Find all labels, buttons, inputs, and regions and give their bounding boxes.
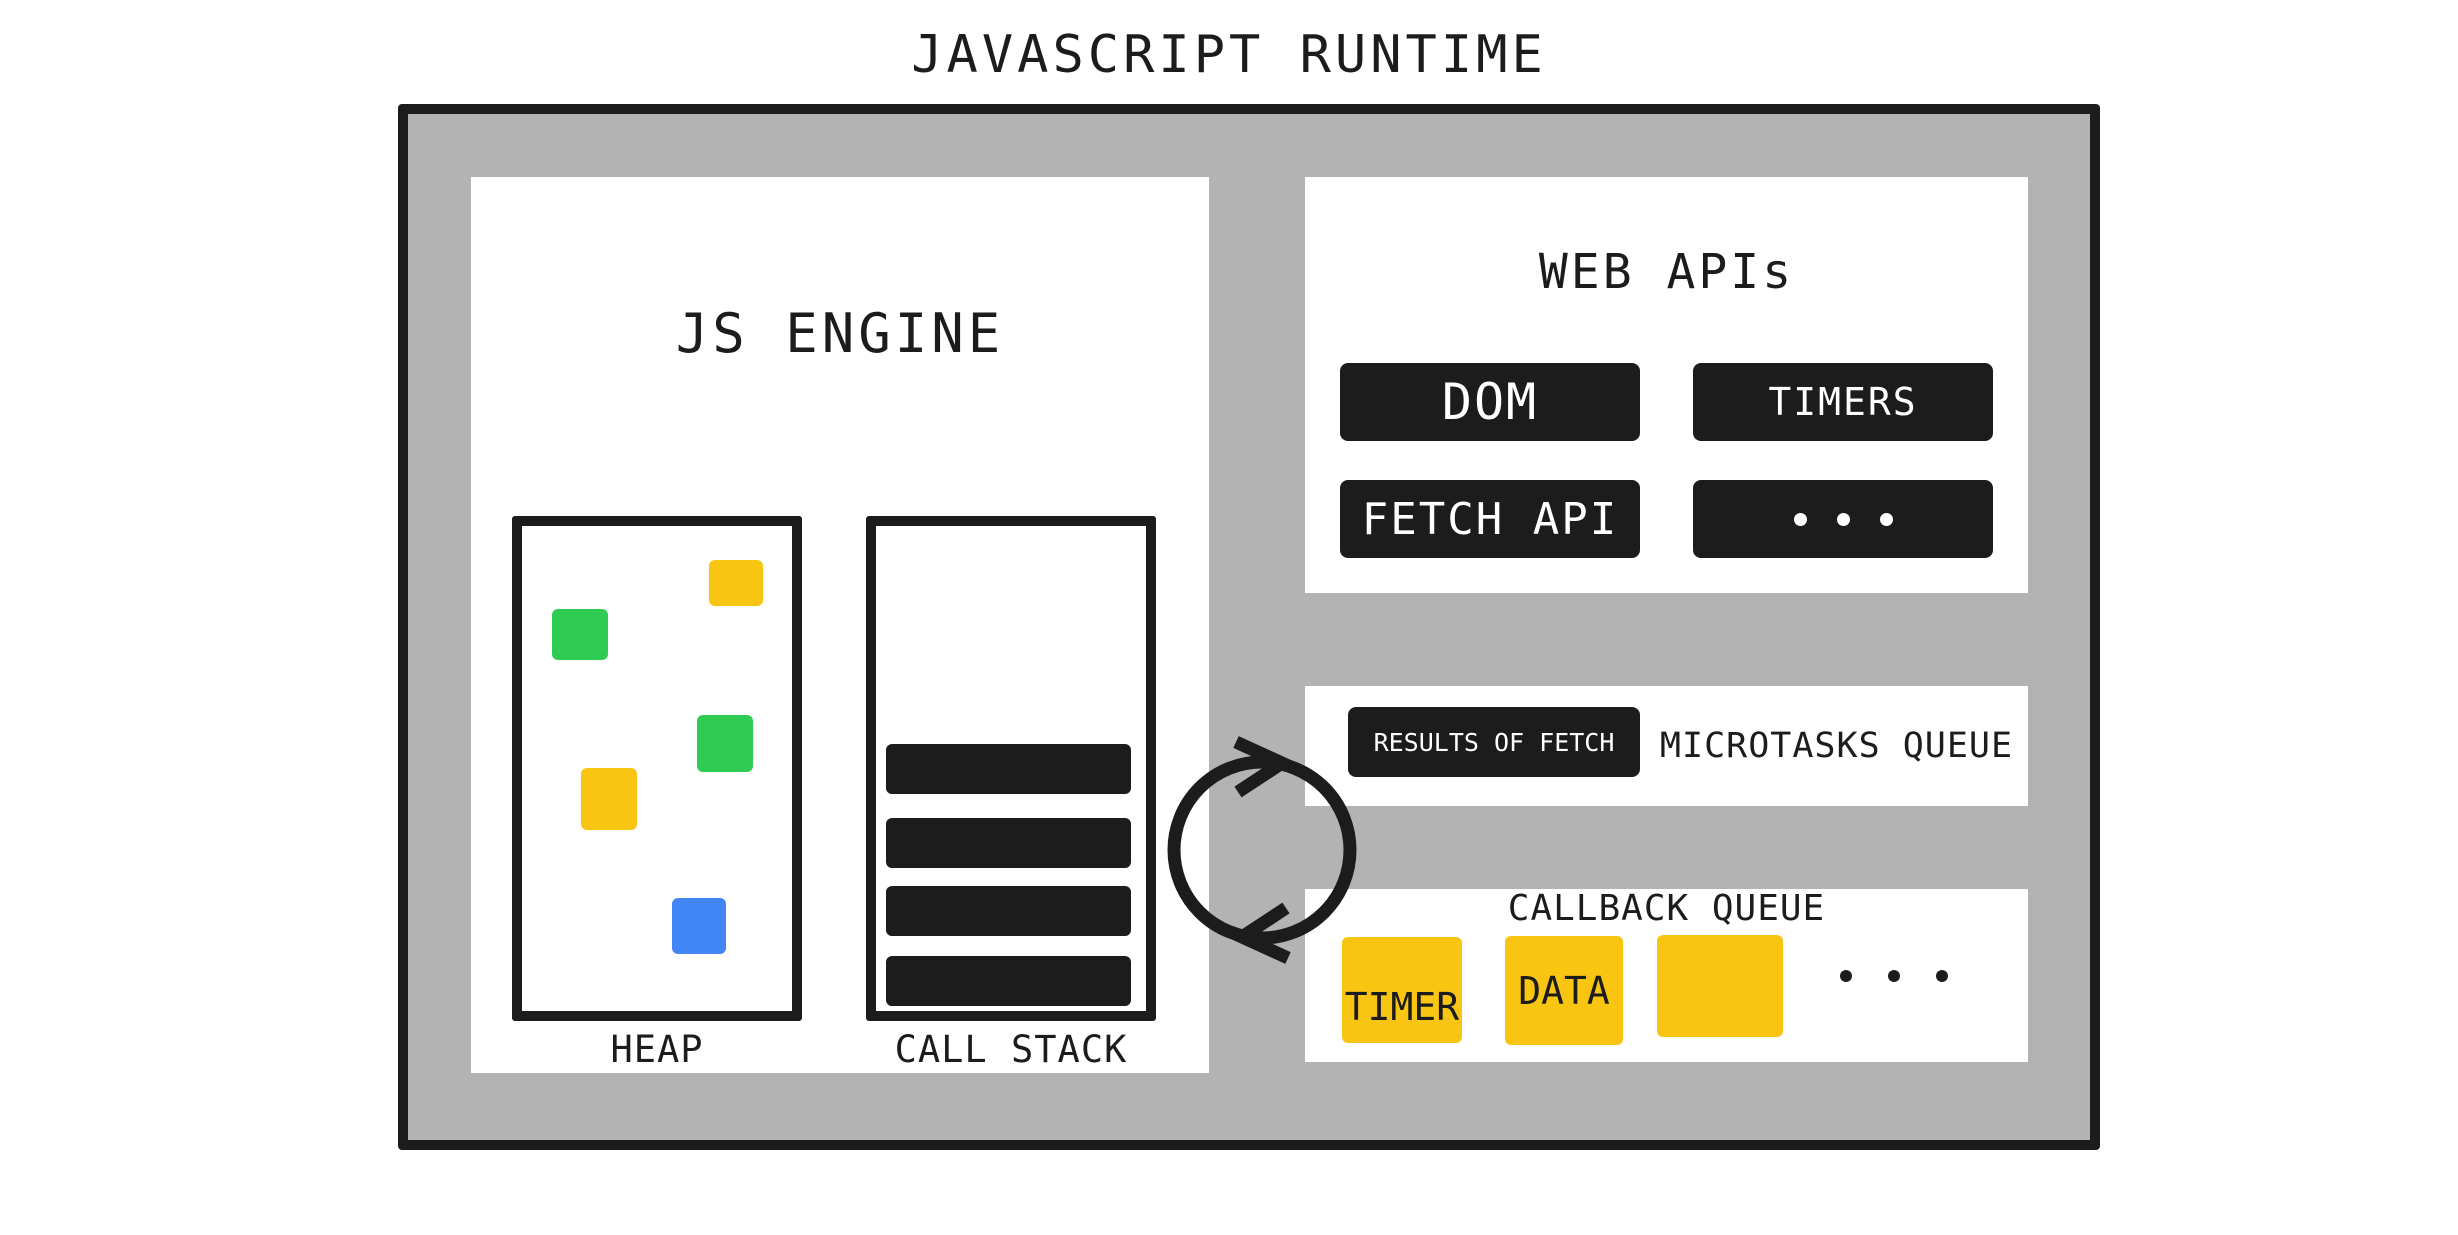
dot-icon	[1879, 512, 1893, 526]
web-apis-title: WEB APIs	[1538, 244, 1795, 300]
event-loop-arrow-icon	[1167, 736, 1357, 964]
dom-api-chip: DOM	[1340, 363, 1640, 441]
stack-frame	[886, 956, 1131, 1006]
fetch-api-chip: FETCH API	[1340, 480, 1640, 558]
call-stack-box	[866, 516, 1156, 1021]
microtasks-queue-panel: RESULTS OF FETCH MICROTASKS QUEUE	[1305, 686, 2028, 806]
heap-object-square	[672, 898, 726, 954]
heap-object-square	[552, 609, 608, 660]
heap-label: HEAP	[610, 1028, 704, 1071]
more-apis-chip	[1693, 480, 1993, 558]
ellipsis-dots-icon	[1793, 512, 1893, 526]
stack-frame	[886, 744, 1131, 794]
callback-item-empty	[1657, 935, 1783, 1037]
dot-icon	[1888, 970, 1900, 982]
web-apis-panel: WEB APIs DOM TIMERS FETCH API	[1305, 177, 2028, 593]
timers-api-chip: TIMERS	[1693, 363, 1993, 441]
diagram-title: JAVASCRIPT RUNTIME	[911, 25, 1547, 85]
ellipsis-dots-icon	[1840, 970, 1948, 982]
heap-object-square	[697, 715, 753, 772]
heap-box	[512, 516, 802, 1021]
dot-icon	[1793, 512, 1807, 526]
stack-frame	[886, 818, 1131, 868]
microtasks-queue-label: MICROTASKS QUEUE	[1659, 726, 2014, 766]
callback-queue-panel: CALLBACK QUEUE TIMER DATA	[1305, 889, 2028, 1062]
dot-icon	[1840, 970, 1852, 982]
call-stack-label: CALL STACK	[894, 1028, 1128, 1071]
callback-item-data: DATA	[1505, 936, 1623, 1045]
callback-queue-label: CALLBACK QUEUE	[1507, 888, 1826, 929]
results-of-fetch-chip: RESULTS OF FETCH	[1348, 707, 1640, 777]
dot-icon	[1936, 970, 1948, 982]
stack-frame	[886, 886, 1131, 936]
dot-icon	[1836, 512, 1850, 526]
js-engine-title: JS ENGINE	[675, 302, 1005, 365]
callback-item-timer: TIMER	[1342, 937, 1462, 1043]
heap-object-square	[581, 768, 637, 830]
heap-object-square	[709, 560, 763, 606]
